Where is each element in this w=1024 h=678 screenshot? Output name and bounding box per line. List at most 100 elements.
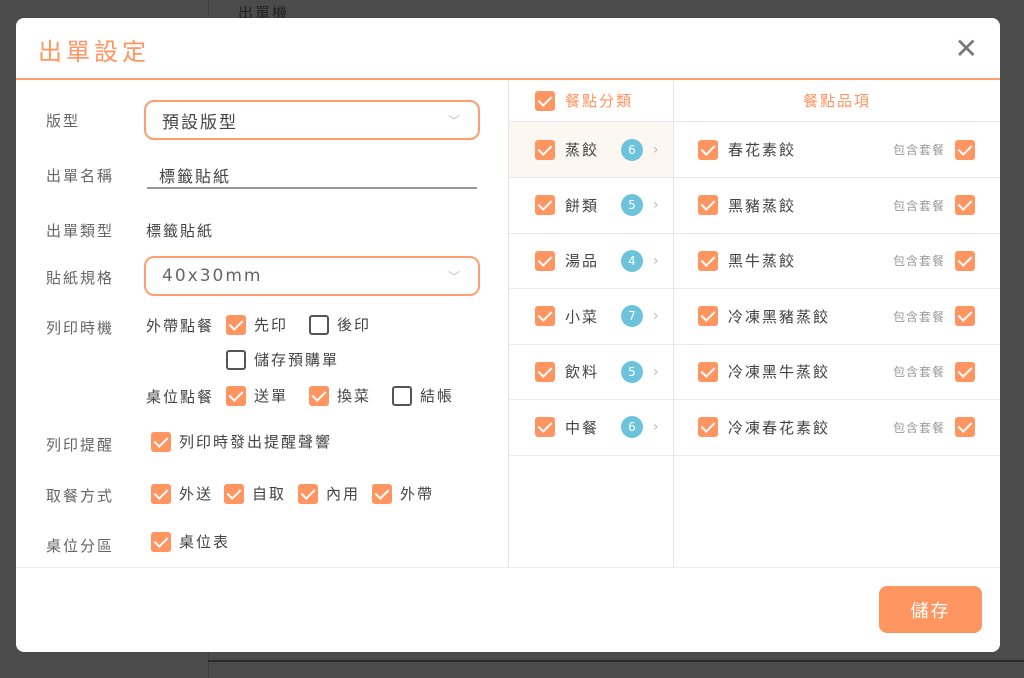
category-checkbox[interactable] — [535, 306, 555, 326]
category-name: 湯品 — [565, 252, 600, 270]
item-checkbox[interactable] — [698, 195, 718, 215]
save-preorder-checkbox[interactable]: 儲存預購單 — [226, 349, 339, 370]
items-header-label: 餐點品項 — [802, 92, 871, 110]
template-value: 預設版型 — [162, 112, 238, 133]
include-set-checkbox[interactable] — [955, 306, 975, 326]
post-print-checkbox[interactable]: 後印 — [309, 314, 371, 335]
category-row[interactable]: 蒸餃 6 › — [509, 122, 673, 178]
chevron-down-icon: ﹀ — [447, 113, 462, 128]
category-checkbox[interactable] — [535, 250, 555, 271]
option-label: 外送 — [179, 485, 214, 503]
category-row[interactable]: 飲料 5 › — [509, 344, 673, 400]
bg-label: 出單機 — [238, 4, 290, 22]
include-set-label: 包含套餐 — [892, 420, 945, 435]
chevron-right-icon: › — [653, 141, 661, 158]
checkbox-checked[interactable] — [226, 314, 246, 335]
include-set-checkbox[interactable] — [955, 195, 975, 215]
checkbox-unchecked[interactable] — [392, 385, 412, 406]
category-name: 飲料 — [565, 363, 600, 381]
checkbox-checked[interactable] — [224, 483, 244, 504]
pickup-self-checkbox[interactable]: 自取 — [224, 483, 286, 504]
checkbox-checked[interactable] — [372, 483, 392, 504]
option-label: 自取 — [252, 485, 287, 503]
save-button[interactable]: 儲存 — [879, 586, 982, 633]
chevron-right-icon: › — [653, 308, 661, 324]
sticker-select[interactable]: 40x30mm﹀ — [144, 256, 480, 296]
category-name: 中餐 — [565, 418, 600, 437]
item-checkbox[interactable] — [698, 306, 718, 326]
takeout-label: 外帶點餐 — [146, 317, 215, 335]
zone-label: 桌位分區 — [46, 537, 115, 555]
category-checkbox[interactable] — [535, 195, 555, 215]
item-name: 冷凍春花素餃 — [728, 418, 831, 437]
include-set-checkbox[interactable] — [955, 417, 975, 437]
item-checkbox[interactable] — [698, 250, 718, 271]
pre-print-checkbox[interactable]: 先印 — [226, 314, 288, 335]
footer-divider — [16, 567, 1000, 568]
close-icon[interactable]: ✕ — [954, 32, 978, 65]
include-set-label: 包含套餐 — [892, 254, 945, 268]
checkbox-unchecked[interactable] — [226, 349, 246, 370]
checkbox-checked[interactable] — [151, 483, 171, 504]
item-row: 黑牛蒸餃 包含套餐 — [674, 233, 1000, 289]
type-label: 出單類型 — [46, 222, 115, 240]
category-row[interactable]: 餅類 5 › — [509, 178, 673, 234]
sticker-label: 貼紙規格 — [46, 269, 115, 287]
checkbox-checked[interactable] — [226, 385, 246, 406]
template-select[interactable]: 預設版型 ﹀ — [144, 100, 480, 140]
item-checkbox[interactable] — [698, 139, 718, 160]
dialog-title: 出單設定 — [38, 38, 150, 66]
checkbox-checked[interactable] — [298, 483, 318, 504]
zone-checkbox[interactable]: 桌位表 — [151, 531, 230, 552]
pickup-dinein-checkbox[interactable]: 內用 — [298, 483, 360, 504]
bg-divider — [208, 660, 1024, 662]
print-settings-dialog: 出單設定 ✕ 版型 預設版型﹀ 出單名稱 標籤貼紙 出單類型 標籤貼紙 貼紙規格… — [16, 18, 1000, 652]
send-checkbox[interactable]: 送單 — [226, 385, 288, 406]
item-row: 冷凍黑豬蒸餃 包含套餐 — [674, 289, 1000, 345]
category-checkbox[interactable] — [535, 417, 555, 437]
option-label: 內用 — [326, 485, 361, 503]
item-name: 黑豬蒸餃 — [728, 196, 797, 215]
category-name: 餅類 — [565, 196, 600, 215]
include-set-checkbox[interactable] — [955, 361, 975, 382]
include-set-label: 包含套餐 — [892, 309, 945, 324]
option-label: 後印 — [337, 316, 372, 334]
type-value: 標籤貼紙 — [146, 222, 215, 240]
pickup-takeout-checkbox[interactable]: 外帶 — [372, 483, 434, 504]
item-name: 春花素餃 — [728, 141, 797, 159]
name-input[interactable]: 標籤貼紙 — [147, 163, 477, 189]
category-checkbox[interactable] — [535, 361, 555, 382]
option-label: 換菜 — [337, 387, 372, 405]
checkbox-checked[interactable] — [151, 531, 171, 552]
checkbox-unchecked[interactable] — [309, 314, 329, 335]
checkbox-checked[interactable] — [309, 385, 329, 406]
category-name: 蒸餃 — [565, 141, 600, 159]
category-row[interactable]: 湯品 4 › — [509, 233, 673, 289]
category-row[interactable]: 小菜 7 › — [509, 289, 673, 345]
item-checkbox[interactable] — [698, 361, 718, 382]
name-label: 出單名稱 — [46, 167, 115, 185]
pickup-delivery-checkbox[interactable]: 外送 — [151, 483, 213, 504]
checkbox-checked[interactable] — [151, 431, 171, 452]
panel-divider — [673, 80, 674, 568]
pickup-label: 取餐方式 — [46, 487, 115, 505]
include-set-checkbox[interactable] — [955, 250, 975, 271]
category-count-badge: 5 — [621, 360, 643, 383]
header-divider — [16, 78, 1000, 80]
timing-label: 列印時機 — [46, 319, 115, 337]
panel-divider — [508, 80, 509, 568]
category-count-badge: 6 — [621, 416, 643, 438]
item-name: 黑牛蒸餃 — [728, 252, 797, 270]
category-checkbox[interactable] — [535, 139, 555, 160]
include-set-checkbox[interactable] — [955, 139, 975, 160]
chevron-right-icon: › — [653, 419, 661, 435]
include-set-label: 包含套餐 — [892, 143, 945, 157]
checkout-checkbox[interactable]: 結帳 — [392, 385, 454, 406]
item-checkbox[interactable] — [698, 417, 718, 437]
item-row: 春花素餃 包含套餐 — [674, 122, 1000, 178]
category-row[interactable]: 中餐 6 › — [509, 400, 673, 456]
include-set-label: 包含套餐 — [892, 365, 945, 379]
reminder-checkbox[interactable]: 列印時發出提醒聲響 — [151, 431, 332, 452]
select-all-categories-checkbox[interactable] — [535, 90, 555, 111]
change-checkbox[interactable]: 換菜 — [309, 385, 371, 406]
